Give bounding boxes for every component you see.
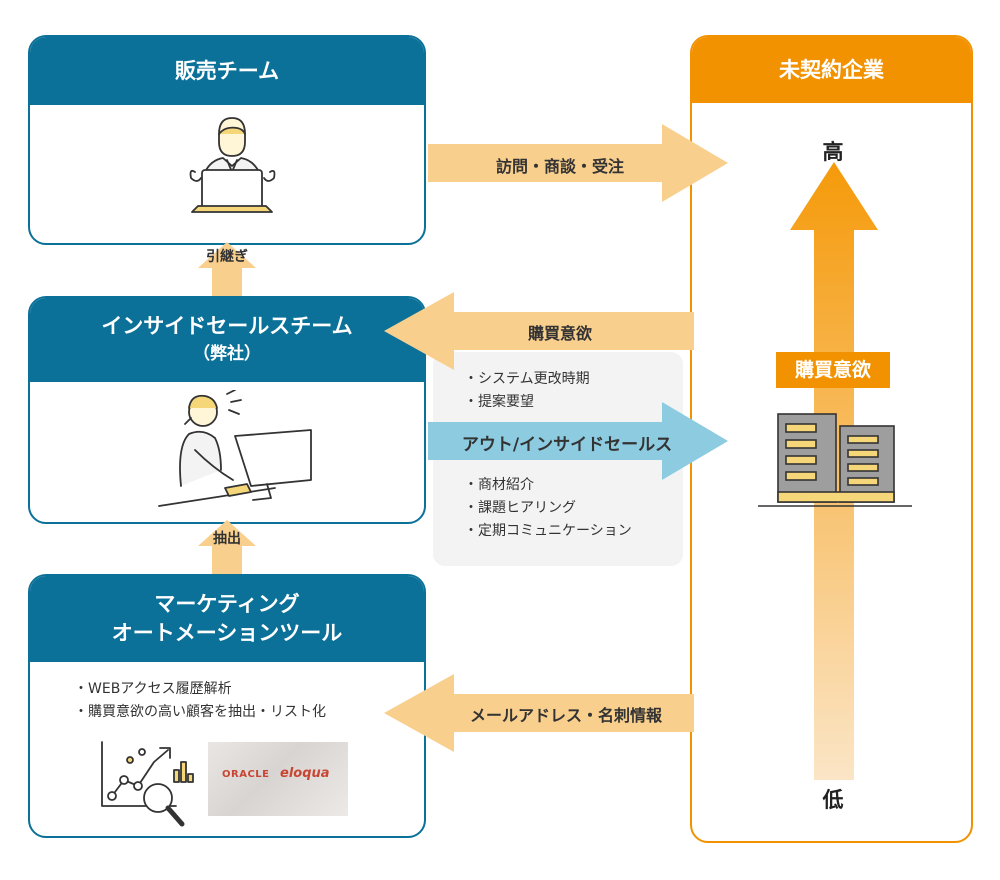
out-inside-sales-arrow-label: アウト/インサイドセールス <box>461 435 673 455</box>
outbound-bullets: ・商材紹介 ・課題ヒアリング ・定期コミュニケーション <box>464 474 632 543</box>
ma-tool-box: マーケティング オートメーションツール ・WEBアクセス履歴解析 ・購買意欲の高… <box>28 574 426 838</box>
purchase-intent-arrow-label: 購買意欲 <box>527 324 592 343</box>
eloqua-logo-text: eloqua <box>280 766 330 781</box>
intent-badge: 購買意欲 <box>776 352 890 388</box>
sales-team-box: 販売チーム <box>28 35 426 245</box>
visit-arrow-label: 訪問・商談・受注 <box>495 157 624 176</box>
extract-up-arrow <box>198 520 256 578</box>
handover-label: 引継ぎ <box>206 249 248 265</box>
visit-right-arrow <box>428 124 728 202</box>
analytics-magnifier-icon <box>101 741 194 827</box>
intent-bullets: ・システム更改時期 ・提案要望 <box>464 368 590 414</box>
email-card-arrow-label: メールアドレス・名刺情報 <box>469 706 662 725</box>
inside-sales-title: インサイドセールスチーム <box>101 314 353 338</box>
ma-tool-title-line2: オートメーションツール <box>111 621 343 645</box>
outbound-bullet-2: ・課題ヒアリング <box>464 500 576 516</box>
operator-computer-icon <box>158 390 312 507</box>
sales-team-title: 販売チーム <box>30 37 424 105</box>
oracle-logo-text: ORACLE <box>222 769 270 780</box>
handover-up-arrow <box>198 242 256 298</box>
ma-tool-header: マーケティング オートメーションツール <box>30 576 424 662</box>
inside-sales-header: インサイドセールスチーム （弊社） <box>30 298 424 382</box>
inside-sales-box: インサイドセールスチーム （弊社） <box>28 296 426 524</box>
email-card-left-arrow <box>384 674 694 752</box>
intent-high-label: 高 <box>822 140 844 164</box>
inside-sales-subtitle: （弊社） <box>193 344 261 364</box>
prospects-title: 未契約企業 <box>692 37 971 103</box>
outbound-bullet-1: ・商材紹介 <box>464 477 534 493</box>
out-inside-sales-right-arrow <box>428 402 728 480</box>
ma-tool-title-line1: マーケティング <box>154 592 300 616</box>
outbound-bullet-3: ・定期コミュニケーション <box>464 523 632 539</box>
purchase-intent-left-arrow <box>384 292 694 370</box>
intent-bullet-2: ・提案要望 <box>464 394 534 410</box>
ma-tool-bullets: ・WEBアクセス履歴解析 ・購買意欲の高い顧客を抽出・リスト化 <box>74 678 326 724</box>
ma-tool-bullet-2: ・購買意欲の高い顧客を抽出・リスト化 <box>74 704 326 720</box>
oracle-eloqua-logo-image: ORACLE eloqua <box>208 742 348 816</box>
salesperson-laptop-icon <box>189 117 276 213</box>
intent-bullet-1: ・システム更改時期 <box>464 371 590 387</box>
company-buildings-icon <box>758 413 912 507</box>
intent-low-label: 低 <box>822 788 844 812</box>
extract-label: 抽出 <box>213 531 241 547</box>
ma-tool-bullet-1: ・WEBアクセス履歴解析 <box>74 681 232 697</box>
